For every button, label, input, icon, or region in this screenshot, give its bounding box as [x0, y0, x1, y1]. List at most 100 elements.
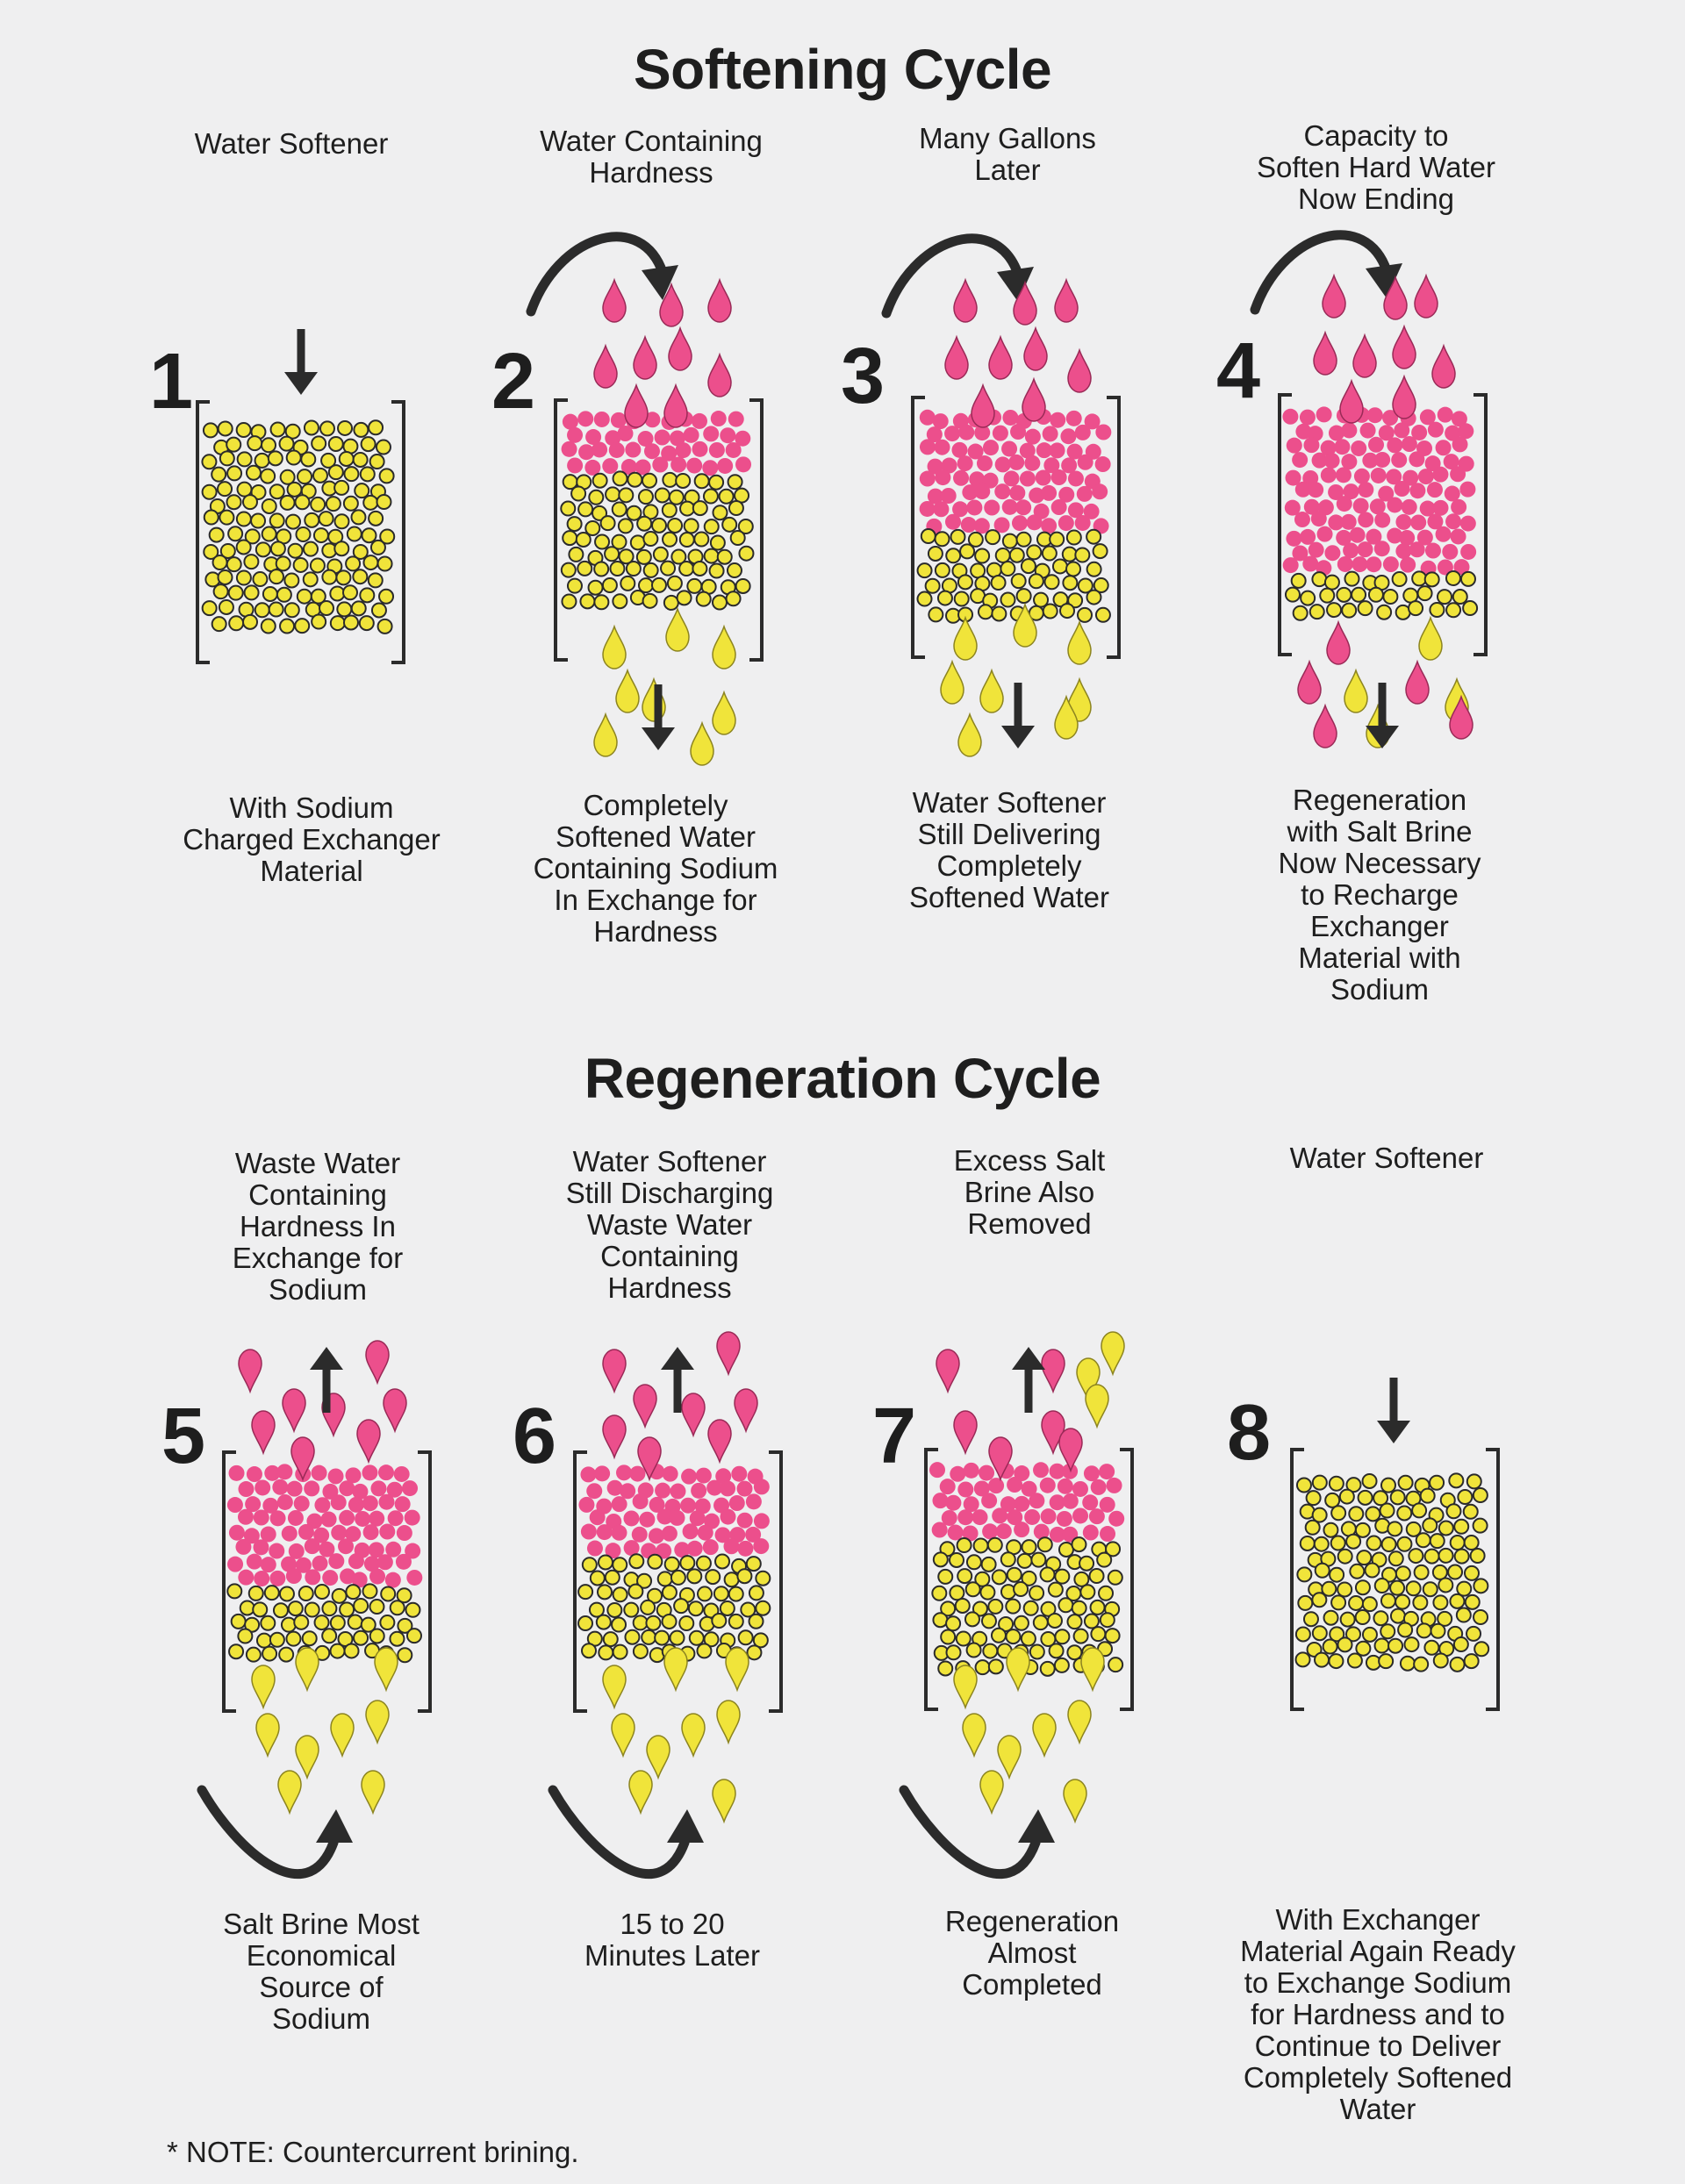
hardness-bead-5	[269, 1510, 286, 1527]
sodium-bead-3	[967, 531, 984, 548]
sodium-bead-1	[226, 494, 242, 511]
hardness-bead-2	[717, 457, 734, 474]
hardness-bead-5	[226, 1497, 243, 1514]
hardness-bead-7	[1049, 1494, 1065, 1511]
hardness-bead-4	[1368, 436, 1385, 453]
sodium-bead-7	[1066, 1614, 1083, 1630]
yellow-water-drop-icon-7	[1076, 1357, 1101, 1403]
curved-arrow-icon-4	[1250, 230, 1390, 315]
hardness-bead-5	[260, 1526, 276, 1543]
yellow-water-drop-icon-3	[957, 712, 982, 757]
sodium-bead-1	[350, 509, 367, 526]
sodium-bead-5	[360, 1616, 376, 1633]
sodium-bead-4	[1309, 604, 1325, 620]
sodium-bead-2	[566, 577, 583, 594]
hardness-bead-7	[1062, 1463, 1079, 1479]
sodium-bead-8	[1329, 1566, 1345, 1583]
hardness-bead-4	[1387, 527, 1403, 544]
sodium-bead-2	[693, 473, 710, 490]
sodium-bead-7	[1046, 1612, 1063, 1629]
sodium-bead-2	[654, 487, 670, 504]
sodium-bead-2	[711, 594, 728, 611]
sodium-bead-3	[1074, 547, 1091, 563]
sodium-bead-3	[1049, 531, 1065, 548]
countercurrent-note: * NOTE: Countercurrent brining.	[167, 2136, 579, 2168]
hardness-bead-6	[655, 1482, 671, 1499]
hardness-bead-5	[238, 1569, 255, 1586]
panel-8-number: 8	[1227, 1389, 1272, 1477]
sodium-bead-1	[217, 420, 233, 437]
sodium-bead-2	[601, 577, 618, 594]
panel-7-top-label: Excess Salt Brine Also Removed	[953, 1144, 1106, 1240]
yellow-water-drop-icon-6	[646, 1735, 670, 1780]
hardness-bead-5	[396, 1525, 412, 1542]
hardness-bead-3	[1049, 442, 1065, 459]
sodium-bead-8	[1463, 1653, 1480, 1670]
hardness-bead-4	[1432, 499, 1449, 516]
sodium-bead-8	[1311, 1592, 1328, 1608]
sodium-bead-1	[262, 585, 278, 602]
hardness-bead-2	[585, 429, 602, 446]
sodium-bead-1	[235, 511, 252, 527]
sodium-bead-6	[713, 1586, 729, 1602]
sodium-bead-2	[577, 560, 593, 576]
sodium-bead-8	[1380, 1477, 1396, 1493]
sodium-bead-1	[252, 571, 269, 588]
hardness-bead-4	[1395, 513, 1412, 530]
sodium-bead-2	[666, 575, 683, 591]
sodium-bead-6	[705, 1569, 721, 1586]
hardness-bead-4	[1451, 411, 1467, 427]
hardness-bead-5	[395, 1553, 412, 1570]
hardness-bead-5	[253, 1539, 269, 1556]
sodium-bead-1	[201, 454, 218, 470]
hardness-bead-2	[654, 429, 670, 446]
sodium-bead-2	[679, 500, 696, 517]
sodium-bead-1	[311, 435, 327, 452]
sodium-bead-1	[245, 464, 262, 481]
hardness-bead-4	[1387, 497, 1403, 513]
hardness-bead-4	[1378, 485, 1395, 502]
hardness-bead-4	[1451, 498, 1467, 515]
hardness-bead-7	[1007, 1477, 1023, 1493]
pink-water-drop-icon-2	[624, 383, 649, 428]
sodium-bead-8	[1324, 1492, 1341, 1508]
sodium-bead-6	[577, 1615, 594, 1632]
sodium-bead-6	[719, 1600, 735, 1616]
hardness-bead-2	[728, 411, 744, 427]
hardness-bead-4	[1285, 469, 1301, 486]
hardness-bead-3	[974, 483, 991, 500]
sodium-bead-5	[313, 1615, 330, 1631]
hardness-bead-2	[578, 444, 595, 461]
sodium-bead-2	[718, 488, 735, 505]
hardness-bead-4	[1317, 499, 1334, 516]
sodium-bead-6	[628, 1553, 645, 1570]
sodium-bead-8	[1405, 1521, 1422, 1537]
sodium-bead-3	[1067, 592, 1084, 609]
hardness-bead-4	[1373, 541, 1390, 557]
pink-water-drop-icon-2	[663, 383, 688, 428]
sodium-bead-5	[347, 1614, 363, 1630]
sodium-bead-7	[1054, 1629, 1071, 1645]
hardness-bead-5	[370, 1480, 387, 1497]
sodium-bead-2	[617, 518, 634, 534]
vessel-bracket-3	[911, 396, 1121, 659]
sodium-bead-6	[581, 1557, 598, 1573]
sodium-bead-2	[642, 592, 658, 609]
sodium-bead-7	[1006, 1566, 1022, 1583]
sodium-bead-1	[352, 543, 369, 560]
hardness-bead-6	[702, 1539, 719, 1556]
hardness-bead-3	[919, 409, 936, 426]
hardness-bead-3	[1058, 486, 1075, 503]
vessel-bracket-7	[924, 1448, 1134, 1711]
hardness-bead-3	[952, 501, 969, 518]
yellow-water-drop-icon-3	[1013, 602, 1037, 648]
hardness-bead-5	[352, 1483, 369, 1500]
sodium-bead-5	[285, 1630, 302, 1647]
hardness-bead-7	[995, 1523, 1012, 1540]
sodium-bead-1	[358, 615, 375, 632]
sodium-bead-8	[1328, 1475, 1344, 1492]
hardness-bead-7	[1033, 1462, 1050, 1479]
hardness-bead-6	[632, 1493, 649, 1510]
sodium-bead-2	[560, 562, 577, 578]
hardness-bead-3	[1050, 499, 1067, 516]
